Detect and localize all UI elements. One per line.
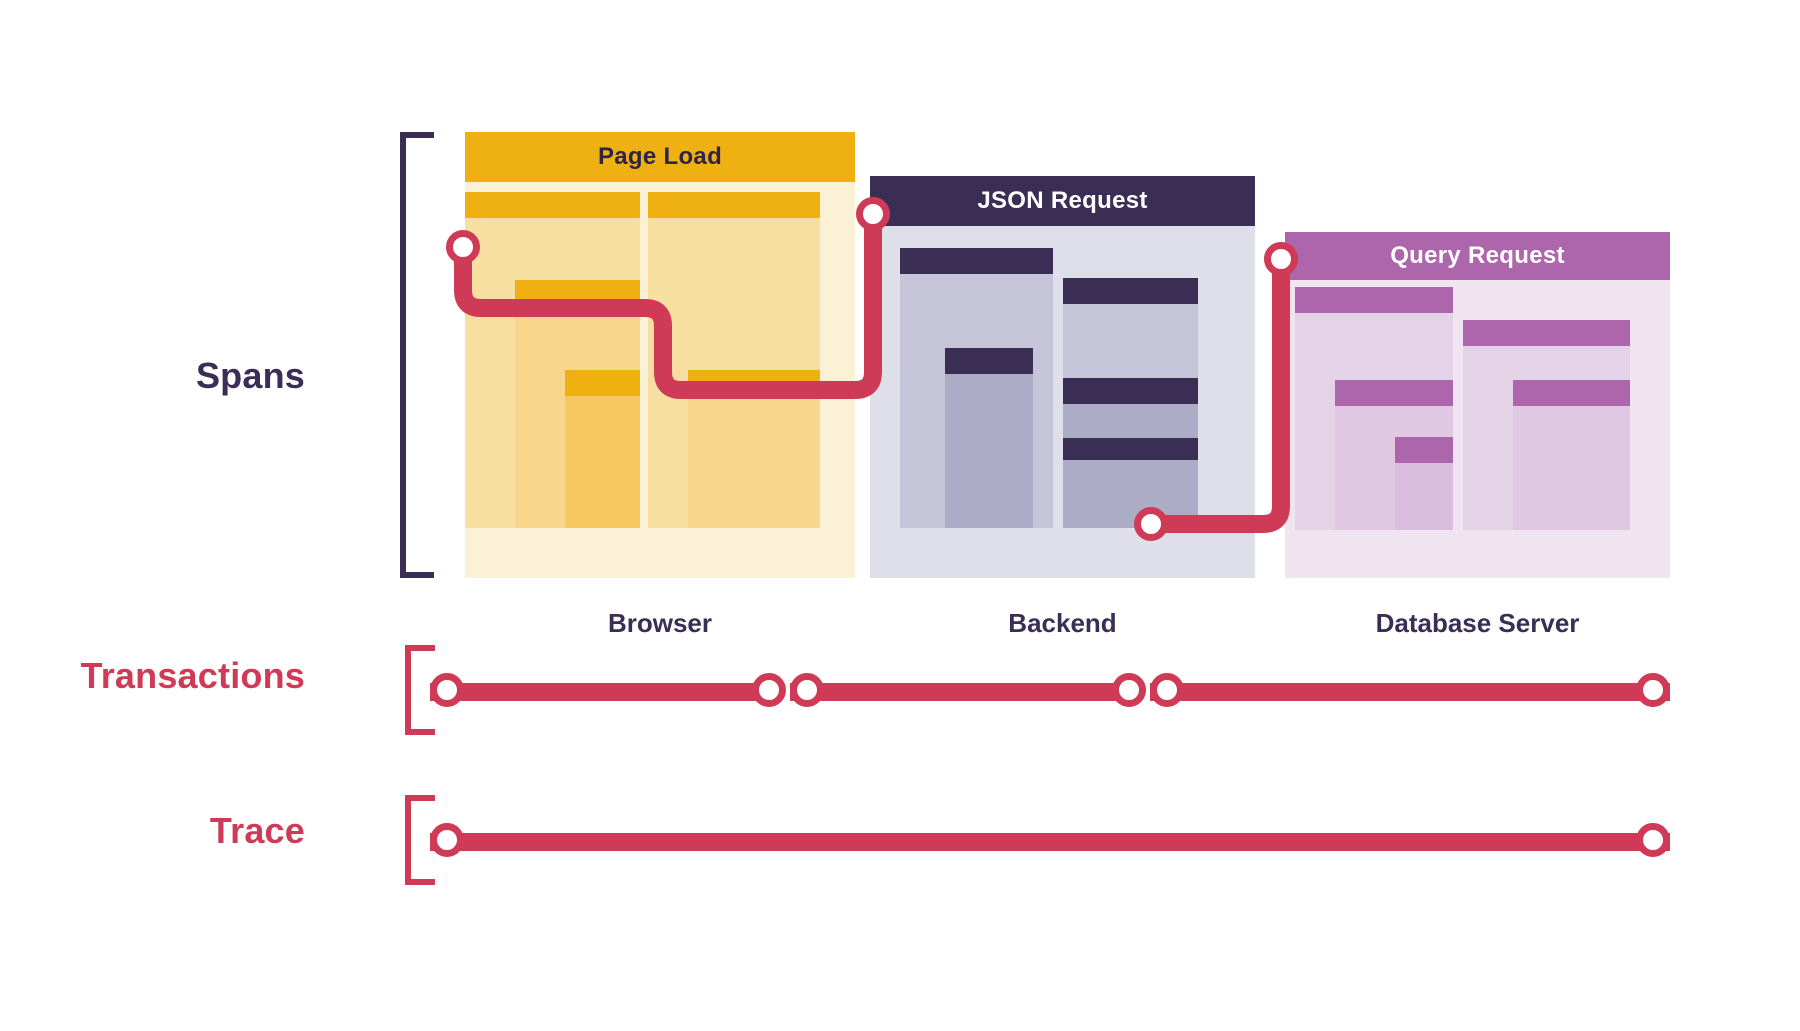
node-backend-start[interactable] xyxy=(790,673,824,707)
service-caption-database: Database Server xyxy=(1375,608,1580,638)
transaction-header-page-load: Page Load xyxy=(465,132,855,182)
transactions-timeline[interactable] xyxy=(430,672,1670,710)
browser-span-area xyxy=(465,182,855,578)
node-trace-start[interactable] xyxy=(430,823,464,857)
connector-browser-to-backend-node-start[interactable] xyxy=(446,230,480,264)
node-database-start[interactable] xyxy=(1150,673,1184,707)
bracket-transactions-top xyxy=(405,645,435,651)
span-browser-2-cap xyxy=(515,280,640,306)
bracket-spans-bottom xyxy=(400,572,434,578)
span-backend-4-cap xyxy=(1063,378,1198,404)
bracket-spans-vertical xyxy=(400,132,406,578)
node-database-end[interactable] xyxy=(1636,673,1670,707)
transaction-header-query-request: Query Request xyxy=(1285,232,1670,280)
node-trace-end[interactable] xyxy=(1636,823,1670,857)
span-database-3[interactable] xyxy=(1395,437,1453,530)
span-backend-2-cap xyxy=(945,348,1033,374)
span-database-2-cap xyxy=(1335,380,1453,406)
service-group-database[interactable]: Query Request xyxy=(1285,232,1670,578)
bracket-trace-top xyxy=(405,795,435,801)
bracket-transactions-bottom xyxy=(405,729,435,735)
bracket-transactions xyxy=(405,645,435,735)
service-group-browser[interactable]: Page Load xyxy=(465,132,855,578)
span-browser-5-cap xyxy=(688,370,820,396)
node-browser-start[interactable] xyxy=(430,673,464,707)
span-browser-3[interactable] xyxy=(565,370,640,528)
service-group-backend[interactable]: JSON Request xyxy=(870,176,1255,578)
span-database-4-cap xyxy=(1463,320,1630,346)
bracket-transactions-vertical xyxy=(405,645,411,735)
bracket-spans-top xyxy=(400,132,434,138)
transaction-header-json-request: JSON Request xyxy=(870,176,1255,226)
bracket-trace xyxy=(405,795,435,885)
segment-browser xyxy=(430,683,770,701)
bracket-spans xyxy=(400,132,434,578)
row-label-trace: Trace xyxy=(209,810,305,851)
service-caption-backend: Backend xyxy=(1008,608,1117,638)
service-caption-browser: Browser xyxy=(607,608,713,638)
segment-backend xyxy=(790,683,1130,701)
span-backend-1-cap xyxy=(900,248,1053,274)
span-backend-5[interactable] xyxy=(1063,438,1198,528)
connector-backend-to-database-node-end[interactable] xyxy=(1264,242,1298,276)
span-database-3-cap xyxy=(1395,437,1453,463)
segment-database xyxy=(1150,683,1670,701)
span-browser-1-cap xyxy=(465,192,640,218)
node-browser-end[interactable] xyxy=(752,673,786,707)
row-label-transactions: Transactions xyxy=(80,655,305,696)
span-database-1-cap xyxy=(1295,287,1453,313)
bracket-trace-bottom xyxy=(405,879,435,885)
database-span-area xyxy=(1285,280,1670,578)
segment-trace xyxy=(430,833,1670,851)
connector-backend-to-database-node-start[interactable] xyxy=(1134,507,1168,541)
span-database-5-cap xyxy=(1513,380,1630,406)
bracket-trace-vertical xyxy=(405,795,411,885)
span-backend-3-cap xyxy=(1063,278,1198,304)
span-browser-3-cap xyxy=(565,370,640,396)
trace-timeline[interactable] xyxy=(430,822,1670,860)
span-backend-5-cap xyxy=(1063,438,1198,460)
span-database-5[interactable] xyxy=(1513,380,1630,530)
node-backend-end[interactable] xyxy=(1112,673,1146,707)
row-label-spans: Spans xyxy=(195,355,305,396)
span-browser-5[interactable] xyxy=(688,370,820,528)
connector-browser-to-backend-node-end[interactable] xyxy=(856,197,890,231)
span-backend-2[interactable] xyxy=(945,348,1033,528)
span-browser-4-cap xyxy=(648,192,820,218)
backend-span-area xyxy=(870,226,1255,578)
